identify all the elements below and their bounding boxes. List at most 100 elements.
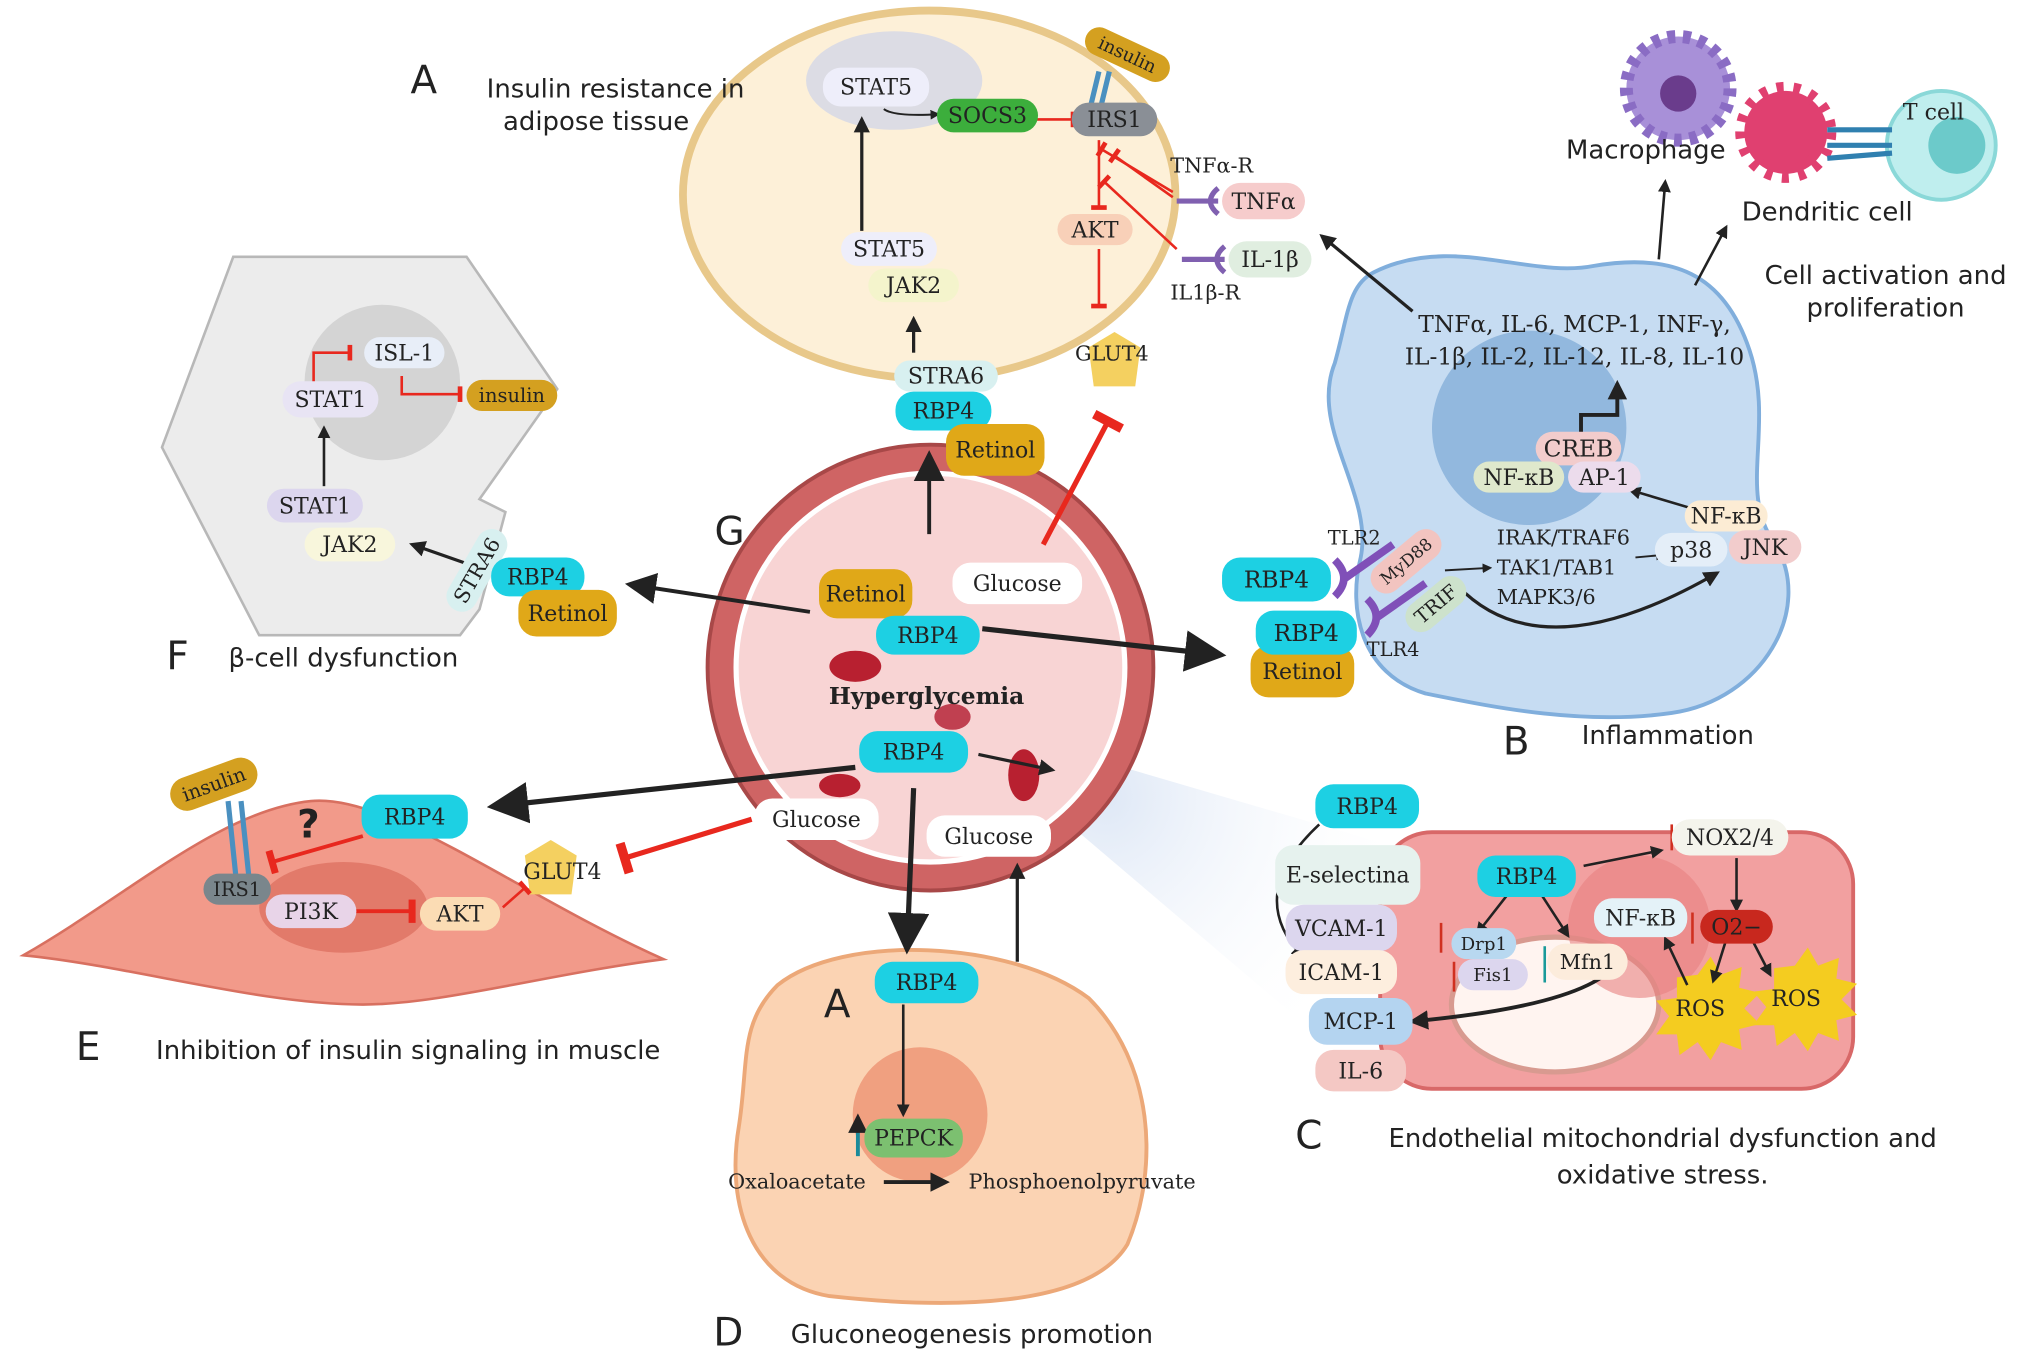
il6-node-label: IL-6	[1338, 1059, 1383, 1084]
insulin-node-label: insulin	[479, 384, 545, 407]
retinol-node: Retinol	[518, 589, 617, 637]
rbp4-node-shape	[491, 557, 585, 597]
stat1-node: STAT1	[266, 488, 363, 523]
rbp4-node-shape	[859, 731, 969, 773]
vcam1-node-label: VCAM-1	[1294, 917, 1388, 942]
retinol-node-shape	[1250, 645, 1355, 698]
jnk-node-label: JNK	[1741, 536, 1788, 561]
panel-letter-c: C	[1295, 1113, 1322, 1158]
retinol-node-label: Retinol	[955, 439, 1035, 464]
insulin-node: insulin	[466, 379, 558, 412]
rbp4-node-shape	[876, 615, 980, 655]
akt-node-shape	[419, 896, 501, 931]
inhibit-isl1-insulin	[400, 376, 463, 402]
stat1-node-label: STAT1	[294, 388, 366, 413]
arrow-to-macrophage-icon	[1657, 179, 1671, 260]
mcp1-node-label: MCP-1	[1323, 1010, 1397, 1035]
hyperglycemia-label: Hyperglycemia	[829, 683, 1024, 710]
retinol-node: Retinol	[819, 569, 913, 619]
retinol-node-shape	[518, 589, 617, 637]
stat5-node-label: STAT5	[840, 76, 912, 101]
stat5-node-label: STAT5	[853, 238, 925, 263]
glut4-label: GLUT4	[523, 860, 601, 885]
ros-label: ROS	[1675, 997, 1725, 1022]
question-mark: ?	[297, 802, 320, 847]
panel-letter-a: A	[410, 59, 437, 104]
retinol-node-label: Retinol	[1262, 660, 1342, 685]
glucose-node-shape	[926, 815, 1051, 857]
akt-node-label: AKT	[1071, 218, 1119, 243]
hepatocyte-nucleus	[852, 1047, 988, 1183]
icam1-node-label: ICAM-1	[1299, 961, 1384, 986]
dendritic-cell-icon	[1735, 81, 1837, 183]
drp1-node-shape	[1451, 928, 1517, 960]
creb-node-label: CREB	[1544, 436, 1614, 463]
rbp4-node-shape	[1255, 610, 1357, 655]
tnfa-node: TNFα	[1222, 182, 1305, 220]
akt-node: AKT	[419, 896, 501, 931]
rbp4-node-label: RBP4	[1336, 795, 1398, 820]
nfkb-node-shape	[1473, 461, 1565, 493]
isl1-node: ISL-1	[364, 337, 445, 369]
fis1-node-shape	[1457, 959, 1528, 991]
tlr4-receptor-icon	[1364, 580, 1428, 638]
glucose-node-label: Glucose	[772, 808, 861, 833]
arrow-o2-ros2	[1750, 939, 1772, 978]
rbp4-node-label: RBP4	[384, 805, 446, 830]
rbp4-node: RBP4	[876, 615, 980, 655]
insulin-receptor-icon	[1088, 70, 1112, 105]
stra6-node-shape	[446, 529, 508, 612]
tlr4-label: TLR4	[1367, 638, 1420, 661]
fis1-node: Fis1	[1457, 959, 1528, 991]
panel-title: Endothelial mitochondrial dysfunction an…	[1388, 1124, 1936, 1154]
cytokines-text: TNFα, IL-6, MCP-1, INF-γ,	[1418, 311, 1731, 338]
p38-node-label: p38	[1670, 538, 1712, 563]
glucose-node-shape	[952, 562, 1083, 605]
o2-node-shape	[1700, 909, 1773, 944]
mfn1-node: Mfn1	[1547, 943, 1628, 980]
insulin-receptor-icon	[225, 800, 252, 877]
panel-title: Insulin resistance in	[487, 74, 745, 104]
drp1-node: Drp1	[1451, 928, 1517, 960]
rbp4-node-shape	[895, 391, 992, 431]
creb-node-shape	[1535, 431, 1622, 466]
panel-title: β-cell dysfunction	[229, 643, 459, 673]
p38-node-shape	[1654, 532, 1728, 567]
socs3-node-shape	[936, 98, 1039, 133]
stat1-node: STAT1	[282, 381, 379, 418]
stra6-node-shape	[894, 360, 998, 392]
jak2-node-label: JAK2	[320, 533, 377, 558]
isl1-node-label: ISL-1	[374, 341, 434, 366]
rbp4-node-label: RBP4	[1244, 567, 1309, 594]
ap1-node-label: AP-1	[1578, 466, 1630, 491]
nfkb-node-label: NF-κB	[1483, 466, 1554, 491]
glucose-node-label: Glucose	[973, 572, 1062, 597]
ap1-node-shape	[1568, 461, 1641, 493]
retinol-node-shape	[946, 423, 1045, 476]
creb-node: CREB	[1535, 431, 1622, 466]
stat1-node-shape	[266, 488, 363, 523]
glut4-label: GLUT4	[1075, 341, 1149, 365]
o2-node: O2−	[1700, 909, 1773, 944]
jnk-node-shape	[1728, 530, 1802, 564]
mfn1-node-label: Mfn1	[1560, 950, 1615, 974]
panel-letter-b: B	[1503, 719, 1530, 764]
rbp4-node-label: RBP4	[507, 566, 569, 591]
nfkb-node-shape	[1593, 898, 1688, 938]
jak2-node-shape	[304, 527, 396, 562]
icam1-node-shape	[1285, 950, 1397, 995]
arrow-nfkb-ap1	[1627, 486, 1692, 510]
irs1-node-label: IRS1	[1087, 108, 1141, 133]
il6-node-shape	[1315, 1049, 1407, 1092]
cytokines-text: IL-1β, IL-2, IL-12, IL-8, IL-10	[1405, 343, 1744, 370]
e-selectina-node-shape	[1275, 845, 1421, 905]
jak2-node-shape	[868, 268, 959, 303]
rbp4-node: RBP4	[859, 731, 969, 773]
glucose-node-shape	[754, 798, 879, 840]
ros-burst-icon	[1753, 947, 1858, 1052]
irs1-node: IRS1	[203, 873, 271, 905]
stat5-node-shape	[822, 67, 930, 107]
panel-title: Inflammation	[1582, 721, 1754, 751]
il1b-node-shape	[1228, 241, 1312, 278]
